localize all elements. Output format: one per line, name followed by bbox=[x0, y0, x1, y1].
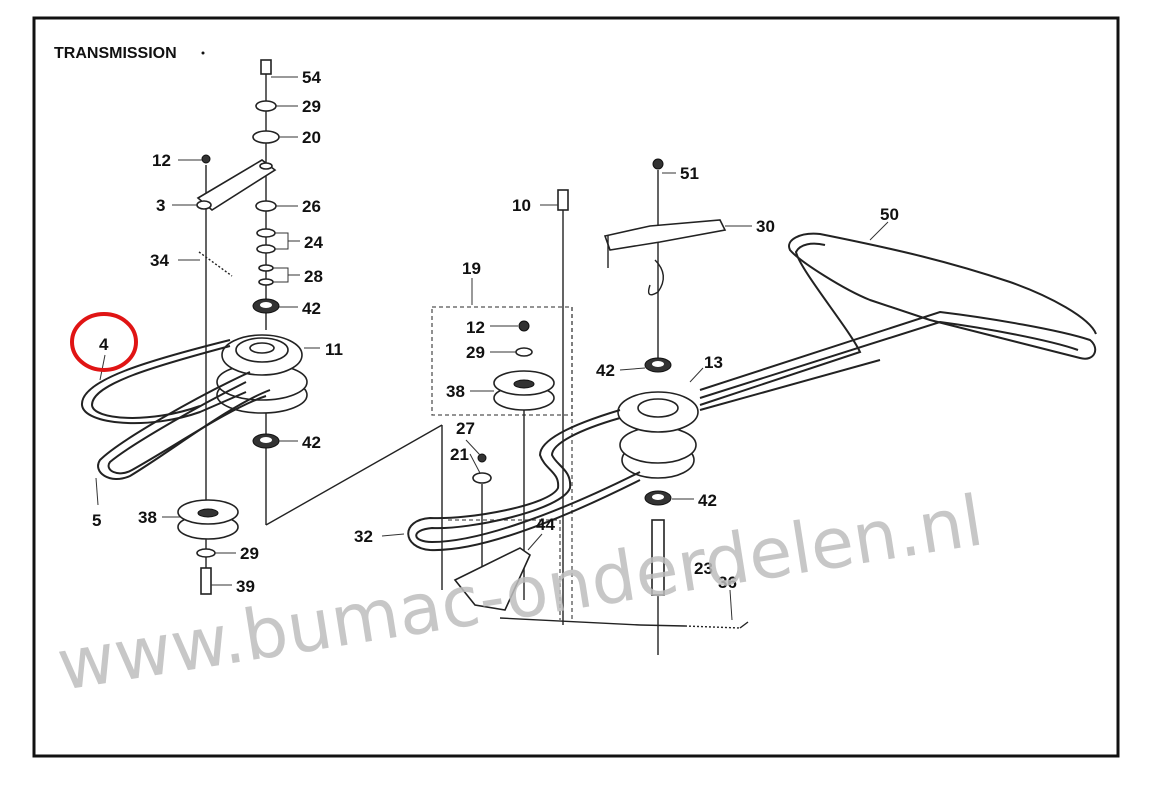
label-54: 54 bbox=[302, 68, 321, 87]
left-pulley-assembly bbox=[80, 59, 443, 595]
label-44: 44 bbox=[536, 515, 555, 534]
label-28: 28 bbox=[304, 267, 323, 286]
label-19: 19 bbox=[462, 259, 481, 278]
label-50: 50 bbox=[880, 205, 899, 224]
label-12-middle: 12 bbox=[466, 318, 485, 337]
right-pulley-assembly bbox=[407, 158, 1097, 655]
label-38-middle: 38 bbox=[446, 382, 465, 401]
diagram-title: TRANSMISSION bbox=[54, 45, 177, 62]
highlight-circle bbox=[70, 312, 138, 372]
label-29-top: 29 bbox=[302, 97, 321, 116]
label-36: 36 bbox=[718, 573, 737, 592]
label-3: 3 bbox=[156, 196, 165, 215]
leader-lines bbox=[95, 76, 889, 621]
label-30: 30 bbox=[756, 217, 775, 236]
label-26: 26 bbox=[302, 197, 321, 216]
label-42-mid-left: 42 bbox=[302, 433, 321, 452]
label-34: 34 bbox=[150, 251, 169, 270]
label-20: 20 bbox=[302, 128, 321, 147]
label-51: 51 bbox=[680, 164, 699, 183]
label-5: 5 bbox=[92, 511, 101, 530]
label-13: 13 bbox=[704, 353, 723, 372]
label-24: 24 bbox=[304, 233, 323, 252]
label-29-bottom-left: 29 bbox=[240, 544, 259, 563]
label-11: 11 bbox=[325, 340, 343, 359]
label-23: 23 bbox=[694, 559, 713, 578]
middle-idler-assembly bbox=[431, 189, 749, 629]
label-32: 32 bbox=[354, 527, 373, 546]
label-39: 39 bbox=[236, 577, 255, 596]
label-27: 27 bbox=[456, 419, 475, 438]
label-21: 21 bbox=[450, 445, 469, 464]
label-10: 10 bbox=[512, 196, 531, 215]
part-labels: 54 29 20 12 3 26 24 34 28 42 4 11 42 5 3… bbox=[92, 68, 899, 596]
label-4: 4 bbox=[99, 335, 109, 354]
label-42-right-top: 42 bbox=[596, 361, 615, 380]
label-38-left: 38 bbox=[138, 508, 157, 527]
diagram-border bbox=[32, 16, 1120, 758]
label-42-top-left: 42 bbox=[302, 299, 321, 318]
label-12-left: 12 bbox=[152, 151, 171, 170]
label-42-right-bottom: 42 bbox=[698, 491, 717, 510]
label-29-middle: 29 bbox=[466, 343, 485, 362]
